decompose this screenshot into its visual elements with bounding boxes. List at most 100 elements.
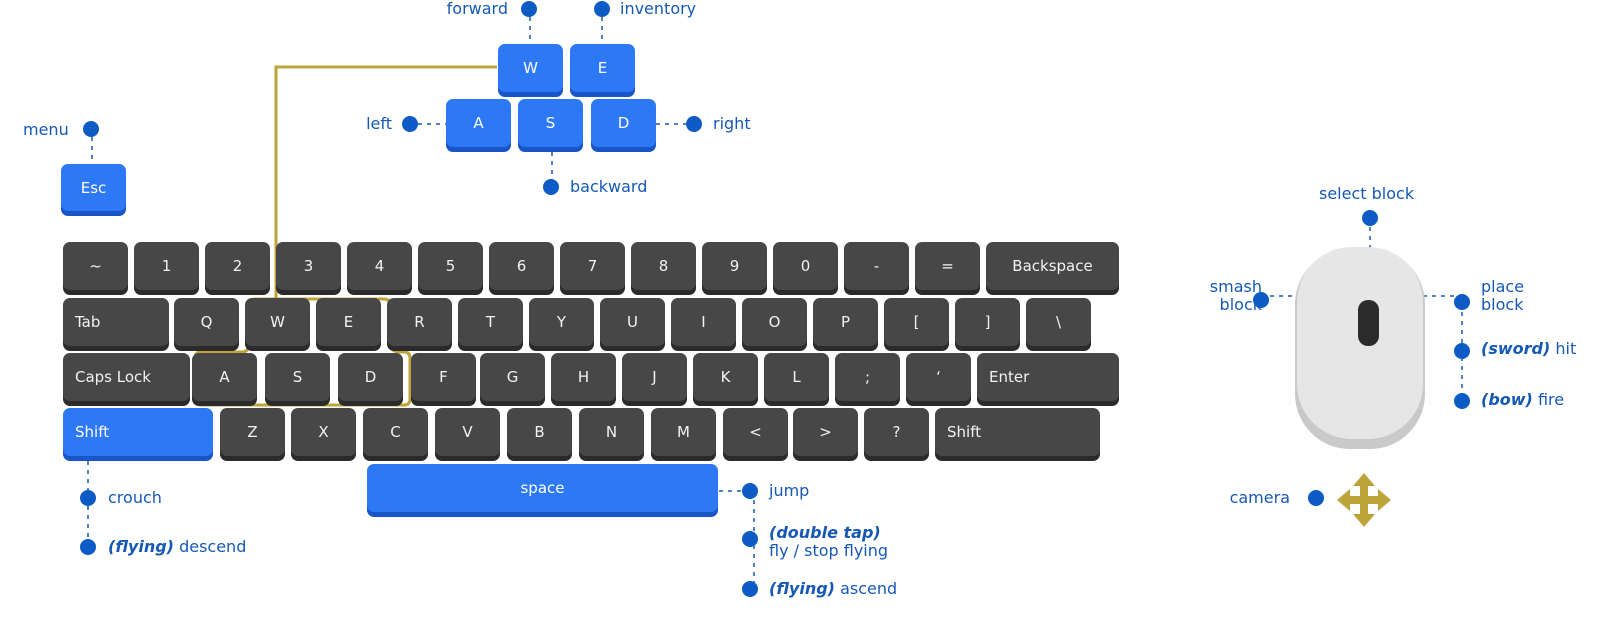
label-select-block: select block [1319,184,1415,203]
key-backslash: \ [1026,298,1091,346]
key-m: M [651,408,716,456]
key-t: T [458,298,523,346]
key-0: 0 [773,242,838,290]
dot-smash-block [1253,292,1269,308]
key-4: 4 [347,242,412,290]
label-place-block-2: block [1481,295,1524,314]
move-arrows-icon [1337,473,1391,527]
dot-camera [1308,490,1324,506]
key-1: 1 [134,242,199,290]
label-bow-text: fire [1537,390,1565,409]
label-descend-text: descend [179,537,247,556]
dot-jump [742,483,758,499]
key-z: Z [220,408,285,456]
label-bow: (bow) fire [1481,391,1564,409]
label-inventory: inventory [620,0,697,18]
key-8: 8 [631,242,696,290]
key-l: L [764,353,829,401]
label-double-tap-text: fly / stop flying [769,541,889,560]
label-smash-block-2: block [1219,295,1262,314]
key-tab: Tab [63,298,169,346]
label-camera: camera [1229,488,1290,507]
label-jump: jump [769,481,810,500]
key-tilde: ~ [63,242,128,290]
label-forward: forward [446,0,508,18]
key-5: 5 [418,242,483,290]
key-bracket-right: ] [955,298,1020,346]
key-o: O [742,298,807,346]
label-ascend: (flying) ascend [769,580,897,598]
label-ascend-em: (flying) [769,579,835,598]
dot-right [686,116,702,132]
label-sword-text: hit [1555,339,1577,358]
dot-inventory [594,1,610,17]
dot-crouch [80,490,96,506]
key-equals: = [915,242,980,290]
key-backspace: Backspace [986,242,1119,290]
key-shift-right: Shift [935,408,1100,456]
label-bow-em: (bow) [1481,390,1533,409]
key-e: E [316,298,381,346]
key-question: ? [864,408,929,456]
key-semicolon: ; [835,353,900,401]
highlight-connector [274,65,497,300]
key-9: 9 [702,242,767,290]
wasd-highlight-outline [193,297,412,407]
key-quote: ‘ [906,353,971,401]
key-f: F [411,353,476,401]
key-caps-lock: Caps Lock [63,353,190,401]
label-smash-block-1: smash [1209,277,1262,296]
key-y: Y [529,298,594,346]
key-i: I [671,298,736,346]
dot-backward [543,179,559,195]
key-esc: Esc [61,164,126,211]
key-b: B [507,408,572,456]
key-bracket-left: [ [884,298,949,346]
key-s: S [265,353,330,401]
key-n: N [579,408,644,456]
dot-menu [83,121,99,137]
key-shift-left: Shift [63,408,213,456]
mouse-icon [1295,247,1425,449]
key-less-than: < [723,408,788,456]
label-double-tap: (double tap)fly / stop flying [769,524,888,560]
key-c: C [363,408,428,456]
label-crouch: crouch [108,488,162,507]
key-p: P [813,298,878,346]
key-h: H [551,353,616,401]
key-space: space [367,464,718,512]
label-backward: backward [570,177,648,196]
key-2: 2 [205,242,270,290]
key-d: D [338,353,403,401]
key-u: U [600,298,665,346]
key-7: 7 [560,242,625,290]
key-g: G [480,353,545,401]
dot-forward [521,1,537,17]
label-sword: (sword) hit [1481,340,1576,358]
key-3: 3 [276,242,341,290]
key-minus: - [844,242,909,290]
dot-select-block [1362,210,1378,226]
label-menu: menu [23,120,69,139]
dot-ascend [742,581,758,597]
dot-place-block [1454,294,1470,310]
dot-descend [80,539,96,555]
key-q: Q [174,298,239,346]
dot-double-tap [742,531,758,547]
key-s-top: S [518,99,583,147]
label-descend: (flying) descend [108,538,246,556]
key-w-top: W [498,44,563,92]
key-enter: Enter [977,353,1119,401]
key-v: V [435,408,500,456]
dot-bow [1454,393,1470,409]
key-r: R [387,298,452,346]
label-right: right [713,114,751,133]
label-ascend-text: ascend [840,579,898,598]
label-place-block-1: place [1481,277,1525,296]
label-sword-em: (sword) [1481,339,1551,358]
label-descend-em: (flying) [108,537,174,556]
key-j: J [622,353,687,401]
key-d-top: D [591,99,656,147]
